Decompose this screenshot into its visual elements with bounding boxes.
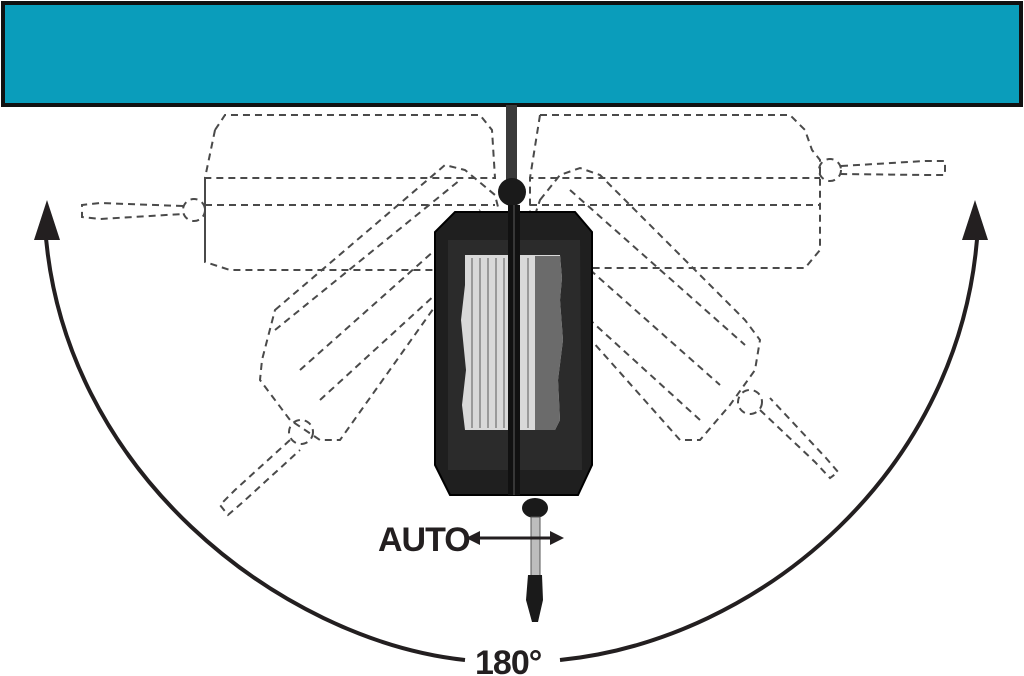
rotation-angle-label: 180° — [475, 644, 542, 676]
lever-rod — [530, 516, 541, 578]
left-right-arrow-icon — [466, 531, 564, 545]
auto-label: AUTO — [378, 521, 470, 559]
mounting-rod — [506, 105, 517, 185]
lever-knob-top — [522, 498, 548, 518]
drum-ridges — [471, 258, 529, 428]
ghost-reel-left-horizontal — [81, 114, 497, 271]
adjustment-lever — [522, 498, 548, 622]
lever-handle — [526, 575, 543, 622]
double-curved-arrow-icon — [34, 200, 988, 662]
drum-shadow — [535, 256, 563, 430]
ceiling-beam — [1, 1, 1023, 107]
cord-reel-body — [434, 178, 593, 496]
pivot-knob — [498, 178, 526, 206]
